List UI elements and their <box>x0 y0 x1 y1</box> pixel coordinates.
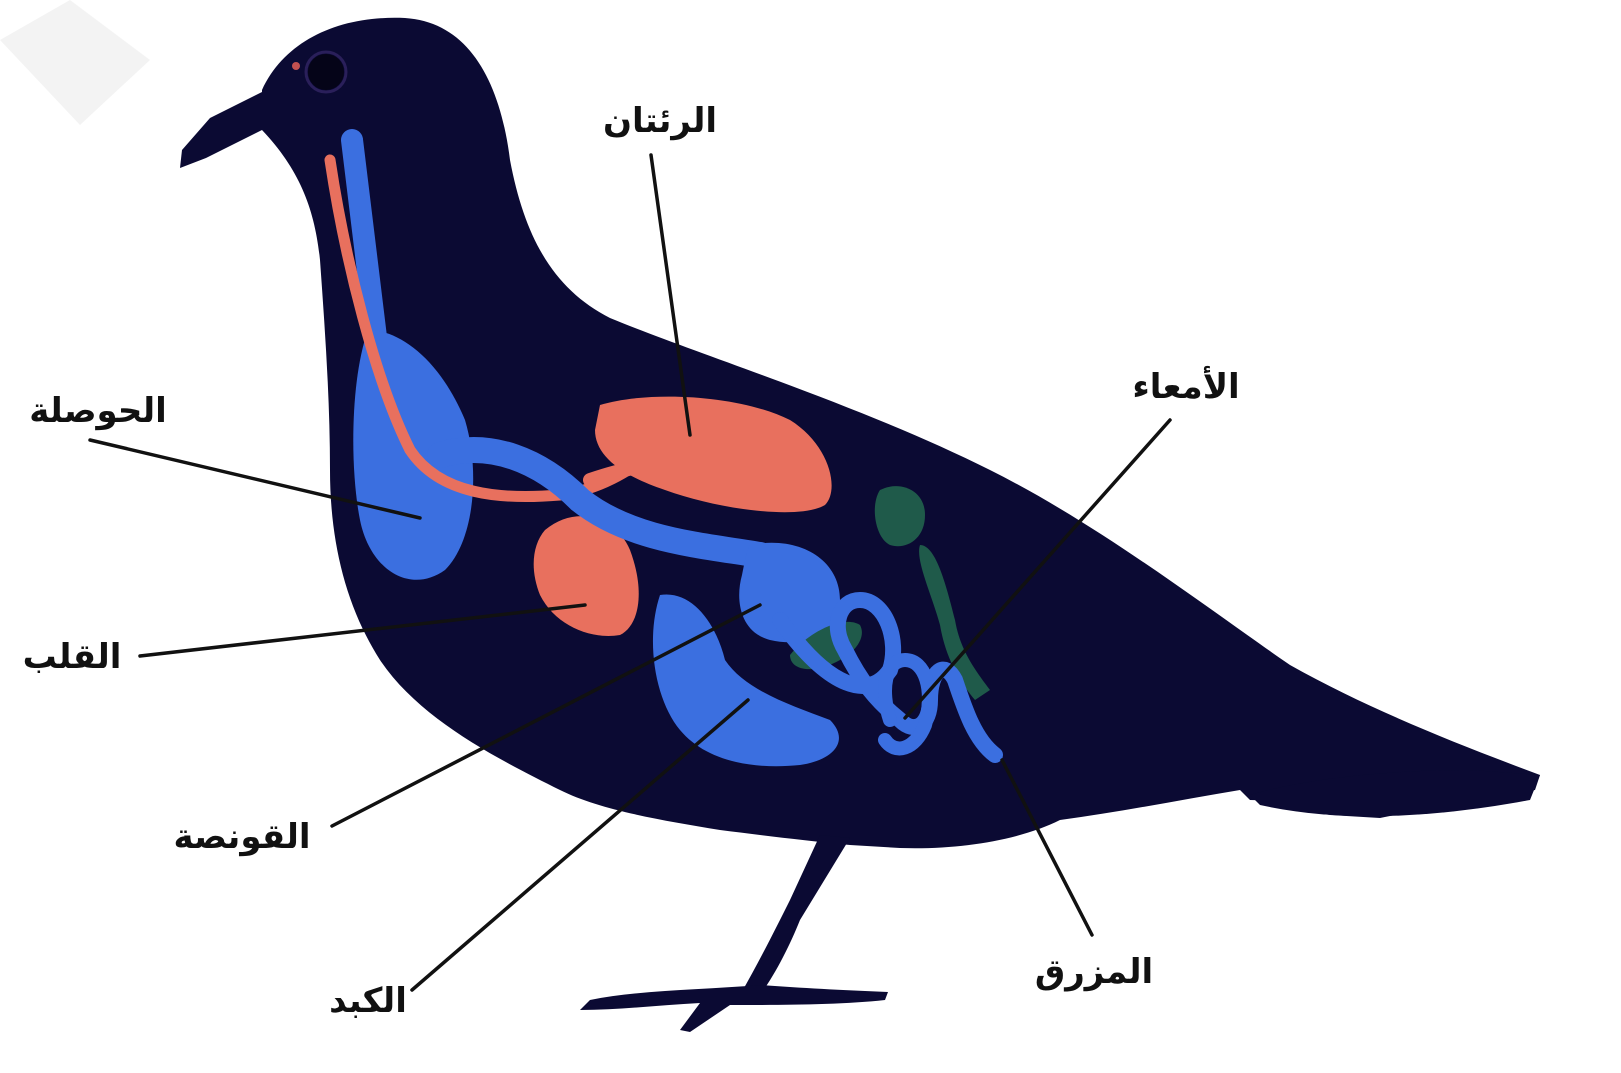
label-crop: الحوصلة <box>29 391 167 431</box>
label-heart: القلب <box>23 637 122 677</box>
label-lungs: الرئتان <box>603 101 717 141</box>
corner-shape <box>0 0 150 125</box>
pancreas <box>875 486 925 546</box>
label-liver: الكبد <box>329 981 407 1021</box>
foot <box>580 985 888 1032</box>
label-gizzard: القونصة <box>173 817 310 857</box>
label-cloaca: المزرق <box>1035 952 1153 992</box>
nostril-mark <box>292 62 300 70</box>
leg <box>740 835 850 995</box>
beak <box>180 92 262 168</box>
eye <box>308 54 344 90</box>
label-intestines: الأمعاء <box>1132 365 1239 407</box>
